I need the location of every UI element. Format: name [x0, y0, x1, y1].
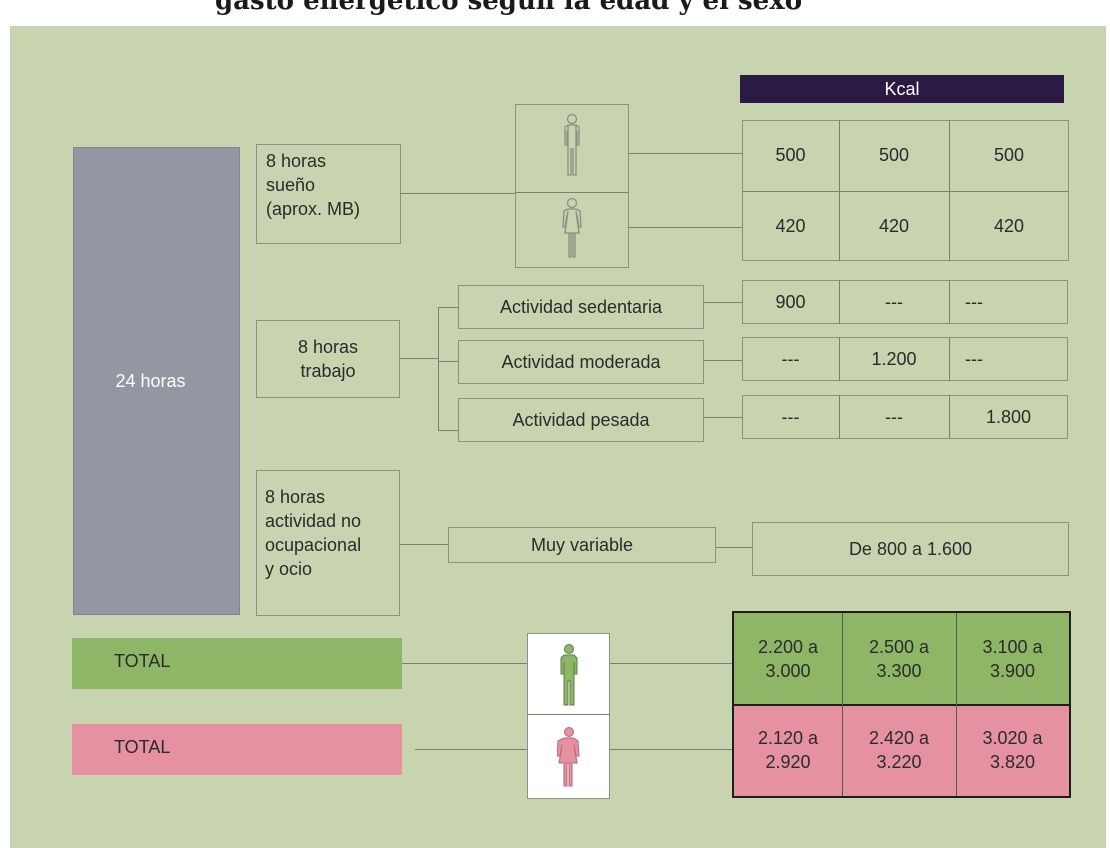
leisure-label-line-2: actividad no — [265, 511, 362, 531]
divider — [839, 337, 840, 381]
divider — [949, 120, 950, 261]
divider — [949, 280, 950, 324]
activity-value: --- — [885, 406, 903, 427]
activity-value: 900 — [775, 291, 806, 312]
caption: gasto energético según la edad y el sexo — [215, 0, 803, 16]
divider — [839, 395, 840, 439]
activity-value: --- — [885, 291, 903, 312]
connector — [716, 547, 752, 548]
activity-value: 1.800 — [985, 406, 1032, 427]
divider — [839, 120, 840, 261]
male-totals-row — [734, 613, 1069, 704]
activity-value: 1.200 — [871, 348, 917, 369]
activity-row — [742, 337, 1068, 381]
male-figure-icon — [564, 113, 580, 176]
kcal-header-label: Kcal — [884, 78, 920, 99]
work-label-line-2: trabajo — [300, 361, 356, 381]
connector — [704, 360, 742, 361]
female-total-label: TOTAL — [114, 737, 171, 757]
sleep-female-value: 420 — [993, 215, 1025, 236]
sleep-female-value: 420 — [878, 215, 910, 236]
connector — [610, 663, 734, 664]
divider — [842, 613, 843, 796]
activity-heavy-label: Actividad pesada — [458, 398, 704, 442]
bracket — [438, 361, 458, 362]
activity-sedentary-label: Actividad sedentaria — [458, 285, 704, 329]
sleep-figures-box — [515, 104, 629, 268]
divider — [515, 192, 629, 193]
sleep-label-line-3: (aprox. MB) — [266, 199, 361, 219]
sleep-male-value: 500 — [878, 145, 910, 165]
leisure-label-line-1: 8 horas — [265, 487, 326, 507]
day-bar: 24 horas — [73, 147, 240, 615]
female-total-bar: TOTAL — [72, 724, 402, 775]
leisure-label-box: 8 horas actividad no ocupacional y ocio — [256, 470, 400, 616]
activity-row — [742, 280, 1068, 324]
connector — [402, 663, 527, 664]
connector — [415, 749, 527, 750]
bracket — [438, 307, 458, 308]
divider — [839, 280, 840, 324]
female-figure-icon — [557, 727, 580, 787]
connector — [629, 227, 742, 228]
male-total-label: TOTAL — [114, 651, 171, 671]
divider — [742, 191, 1069, 192]
sleep-male-value: 500 — [993, 145, 1025, 165]
activity-value: --- — [781, 406, 800, 427]
connector — [400, 358, 438, 359]
day-bar-label: 24 horas — [115, 370, 186, 391]
diagram-panel: Kcal 24 horas 8 horas sueño (aprox. MB) … — [10, 26, 1106, 848]
bracket — [438, 430, 458, 431]
work-label-box: 8 horas trabajo — [256, 320, 400, 398]
activity-value: --- — [965, 348, 983, 369]
activity-value: --- — [965, 291, 983, 312]
connector — [400, 544, 448, 545]
kcal-header: Kcal — [740, 75, 1064, 103]
divider — [956, 613, 957, 796]
sleep-values-grid — [742, 120, 1069, 261]
divider — [527, 714, 610, 715]
female-totals-row — [734, 704, 1069, 796]
connector — [629, 153, 742, 154]
activity-moderate-label: Actividad moderada — [458, 340, 704, 384]
sleep-label-line-2: sueño — [266, 175, 316, 195]
leisure-label-line-4: y ocio — [265, 559, 313, 579]
activity-row — [742, 395, 1068, 439]
divider — [949, 337, 950, 381]
leisure-middle-box: Muy variable — [448, 527, 716, 563]
divider — [949, 395, 950, 439]
bracket — [438, 307, 439, 430]
male-figure-icon — [560, 644, 578, 706]
connector — [610, 749, 734, 750]
connector — [704, 302, 742, 303]
work-label-line-1: 8 horas — [297, 337, 359, 357]
activity-value: --- — [781, 348, 800, 369]
sleep-female-value: 420 — [775, 215, 806, 236]
connector — [401, 193, 515, 194]
leisure-value-box: De 800 a 1.600 — [752, 522, 1069, 576]
male-total-bar: TOTAL — [72, 638, 402, 689]
connector — [704, 417, 742, 418]
leisure-label-line-3: ocupacional — [265, 535, 362, 555]
sleep-label-box: 8 horas sueño (aprox. MB) — [256, 144, 401, 244]
female-figure-icon — [562, 197, 582, 258]
sleep-label-line-1: 8 horas — [266, 151, 327, 171]
sleep-male-value: 500 — [775, 145, 806, 165]
